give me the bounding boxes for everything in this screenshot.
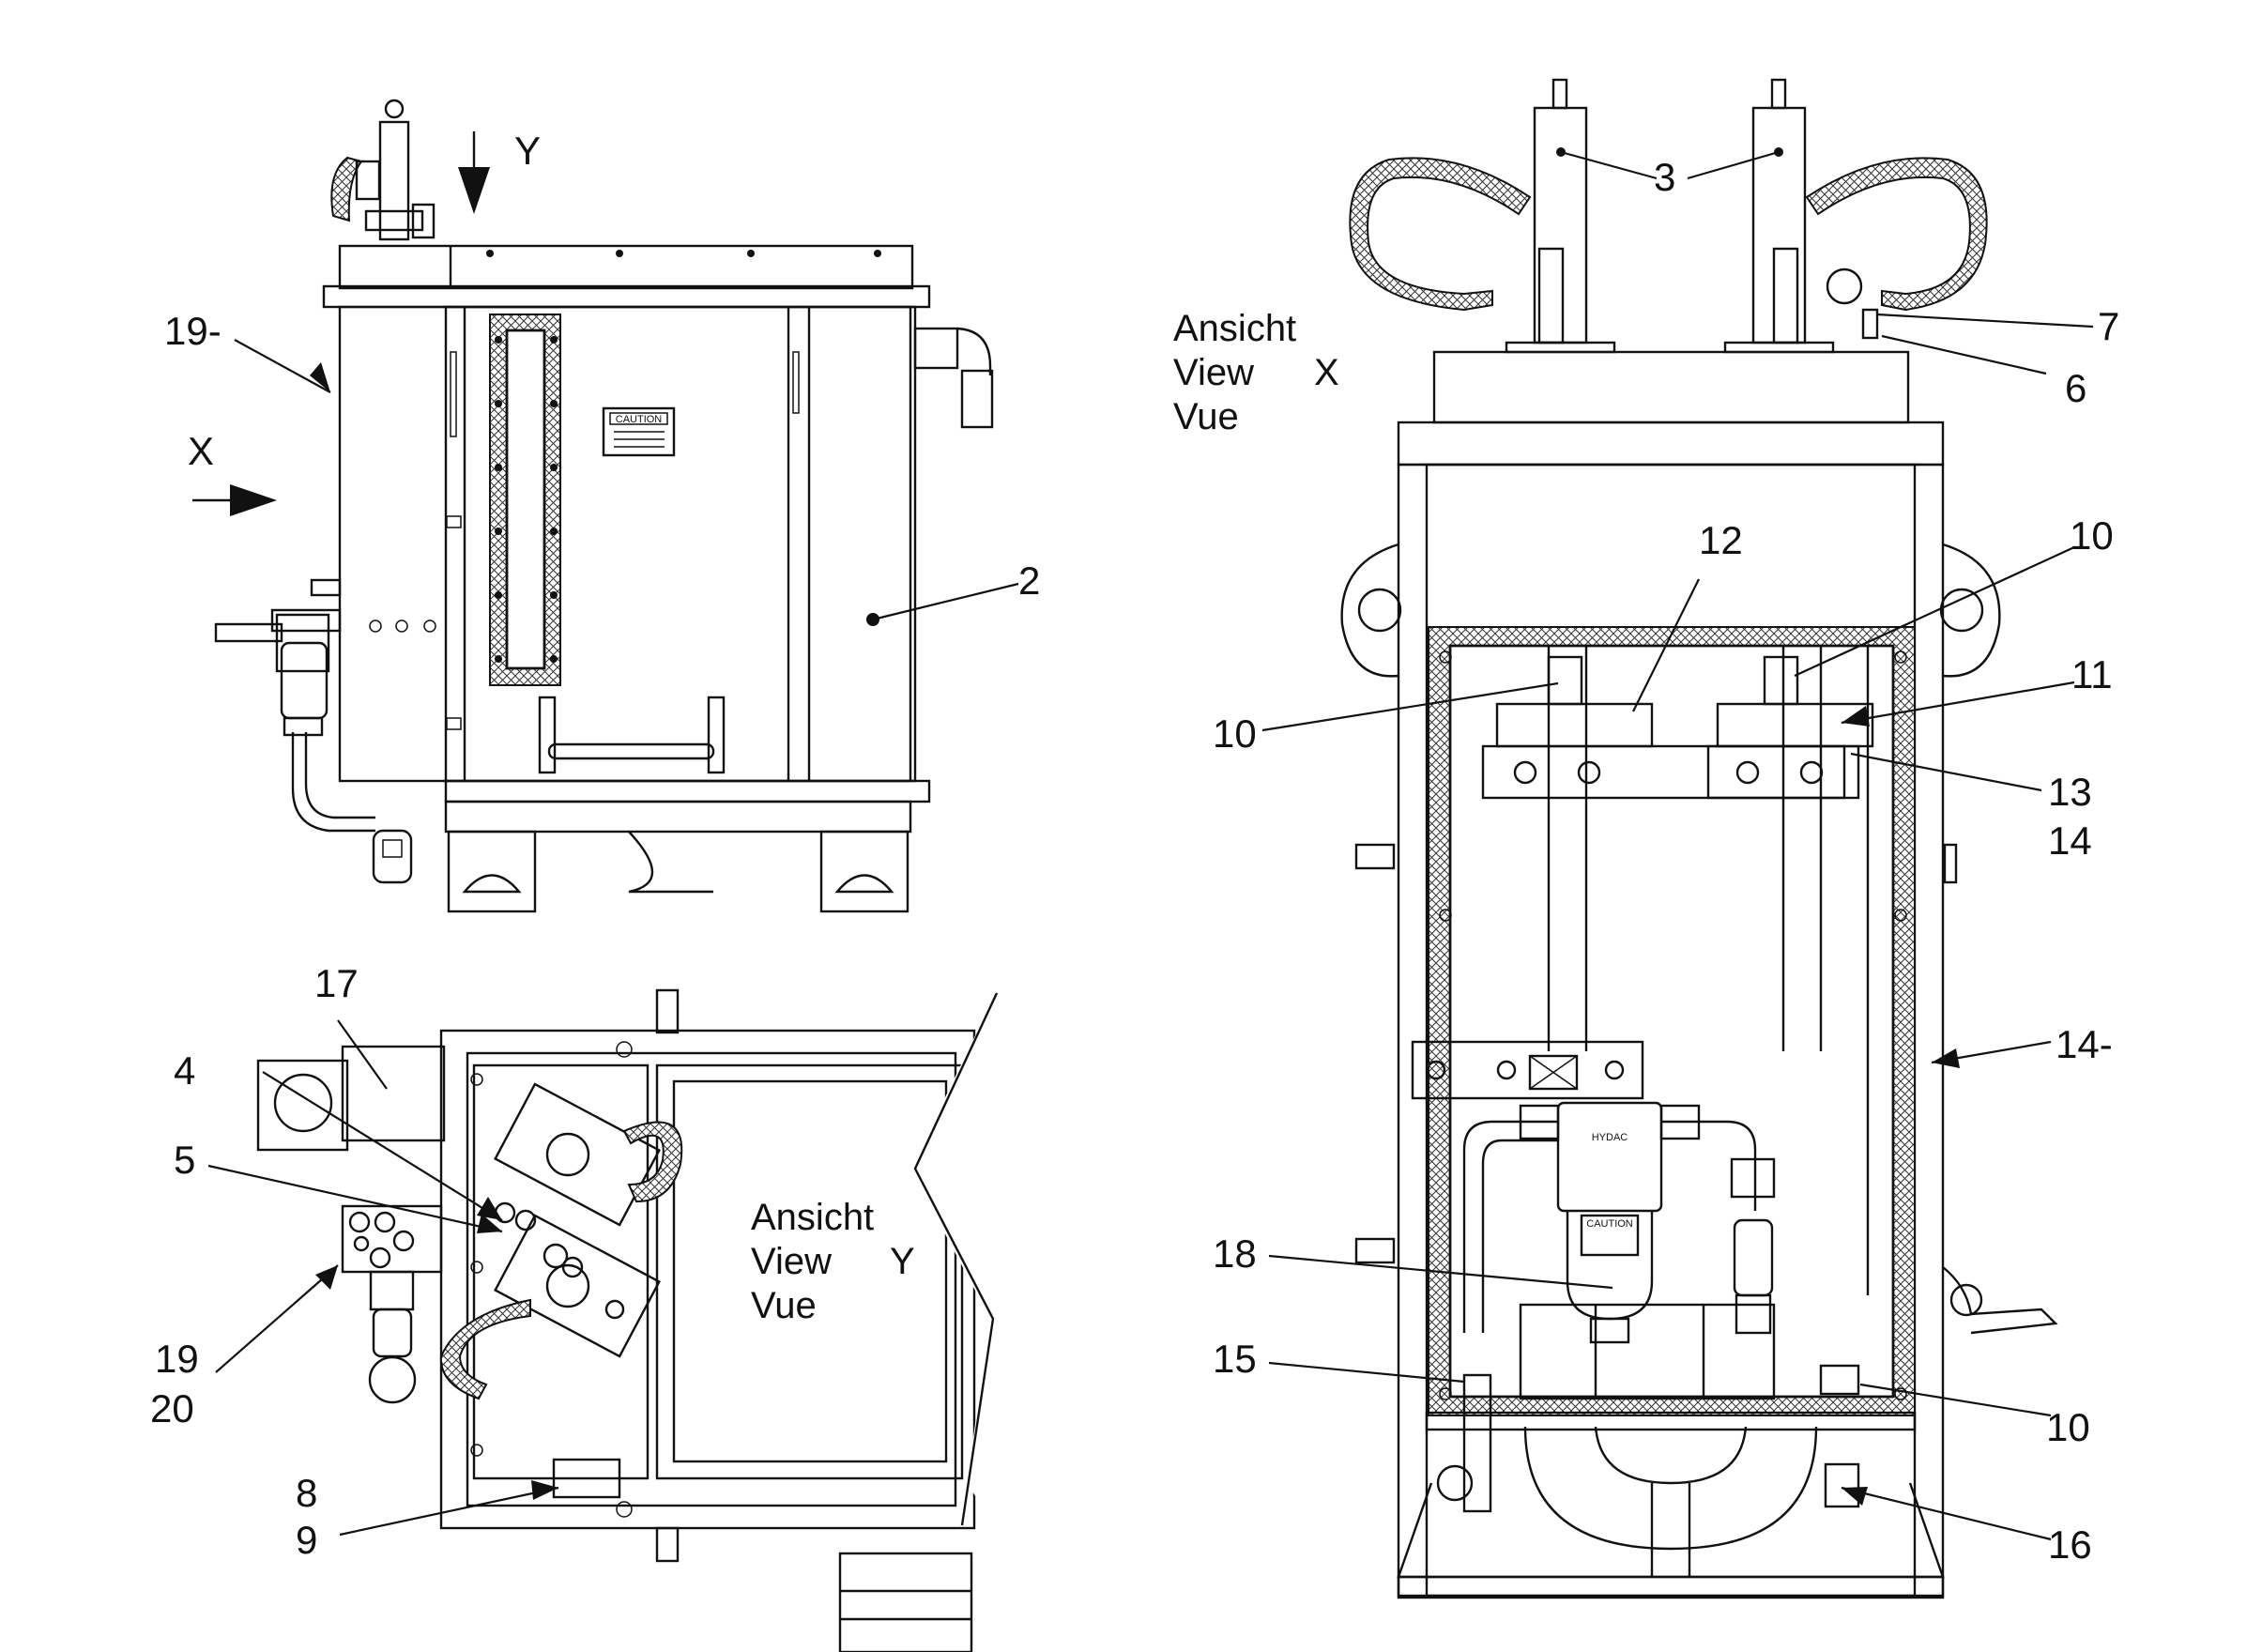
view-x-line2: View bbox=[1173, 352, 1254, 393]
callout-3: 3 bbox=[1654, 155, 1675, 199]
filter-caution-text: CAUTION bbox=[1586, 1218, 1633, 1230]
view-x-arrow: X bbox=[188, 429, 277, 516]
filter-brand-text: HYDAC bbox=[1592, 1132, 1628, 1143]
callout-10-bottom: 10 bbox=[2046, 1405, 2090, 1449]
callout-10-top: 10 bbox=[2070, 513, 2114, 558]
view-x-drawing: HYDAC CAUTION bbox=[1340, 78, 2058, 1599]
callout-arrowheads bbox=[310, 362, 1960, 1506]
side-view-drawing: CAUTION bbox=[214, 99, 994, 913]
view-x-line3: Vue bbox=[1173, 396, 1239, 437]
view-y-drawing bbox=[256, 988, 999, 1652]
callout-13: 13 bbox=[2048, 770, 2092, 814]
view-y-arrow: Y bbox=[458, 129, 541, 214]
callout-7: 7 bbox=[2098, 304, 2119, 348]
callout-15: 15 bbox=[1213, 1337, 1257, 1381]
view-x-letter: X bbox=[1314, 352, 1339, 393]
view-y-letter: Y bbox=[890, 1241, 915, 1282]
callout-20: 20 bbox=[150, 1386, 194, 1430]
callout-17: 17 bbox=[314, 961, 359, 1005]
callout-leaders bbox=[207, 150, 2094, 1541]
callout-19: 19 bbox=[155, 1337, 199, 1381]
callout-numbers: 2 3 7 6 12 10 10 11 13 14 14- 18 15 10 1… bbox=[150, 155, 2119, 1567]
view-y-line1: Ansicht bbox=[751, 1197, 874, 1238]
callout-6: 6 bbox=[2065, 366, 2086, 410]
view-y-line3: Vue bbox=[751, 1285, 817, 1326]
view-y-caption: Ansicht View Y Vue bbox=[751, 1197, 915, 1326]
callout-9: 9 bbox=[296, 1518, 317, 1562]
view-x-caption: Ansicht View X Vue bbox=[1173, 308, 1339, 437]
callout-19-dash: 19- bbox=[164, 309, 222, 353]
callout-5: 5 bbox=[174, 1138, 195, 1182]
callout-14: 14 bbox=[2048, 818, 2092, 863]
callout-12: 12 bbox=[1699, 518, 1743, 562]
callout-16: 16 bbox=[2048, 1522, 2092, 1567]
caution-plate-text: CAUTION bbox=[616, 414, 663, 425]
view-y-line2: View bbox=[751, 1241, 832, 1282]
callout-10-left: 10 bbox=[1213, 711, 1257, 756]
callout-14-dash: 14- bbox=[2056, 1022, 2113, 1066]
callout-2: 2 bbox=[1018, 558, 1040, 603]
callout-18: 18 bbox=[1213, 1231, 1257, 1276]
callout-11: 11 bbox=[2071, 652, 2113, 696]
arrow-x-label: X bbox=[188, 429, 214, 473]
arrow-y-label: Y bbox=[514, 129, 541, 173]
callout-8: 8 bbox=[296, 1471, 317, 1515]
callout-4: 4 bbox=[174, 1048, 195, 1093]
view-x-line1: Ansicht bbox=[1173, 308, 1296, 349]
